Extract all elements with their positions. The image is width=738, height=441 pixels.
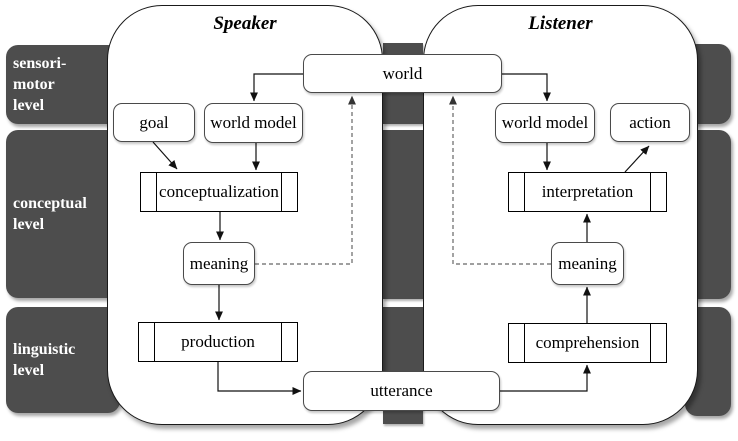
level-row-conceptual: conceptual level	[6, 130, 120, 298]
level-label-line: level	[13, 97, 45, 114]
edge-world-to-world-model-speaker	[250, 73, 303, 102]
edge-production-to-utterance	[217, 362, 302, 395]
node-world-model-listener: world model	[495, 103, 595, 143]
level-band-center-conceptual	[383, 130, 423, 299]
level-label-line: level	[13, 216, 45, 233]
node-utterance: utterance	[303, 371, 500, 411]
node-meaning-speaker: meaning	[183, 242, 255, 285]
level-row-linguistic: linguistic level	[6, 307, 120, 413]
node-conceptualization: conceptualization	[140, 172, 298, 212]
edge-meaning-listener-to-world-dashed	[449, 95, 551, 265]
level-label-line: level	[13, 362, 45, 379]
node-comprehension: comprehension	[508, 323, 667, 363]
node-goal: goal	[113, 103, 195, 142]
node-production: production	[138, 322, 298, 362]
level-label-line: linguistic	[13, 341, 76, 358]
node-world-model-speaker: world model	[204, 103, 303, 143]
edge-interpretation-to-action	[624, 145, 650, 173]
node-meaning-listener: meaning	[551, 242, 624, 285]
edge-world-to-world-model-listener	[502, 73, 551, 102]
level-label-line: conceptual	[13, 195, 87, 212]
node-world: world	[303, 54, 502, 93]
level-label-line: sensori-	[13, 55, 67, 72]
edge-goal-to-conceptualization	[152, 141, 178, 170]
listener-title: Listener	[528, 13, 593, 34]
node-action: action	[610, 103, 690, 142]
speaker-title: Speaker	[213, 13, 277, 34]
level-label-line: motor	[13, 76, 55, 93]
level-row-sensorimotor: sensori- motor level	[6, 45, 120, 124]
node-interpretation: interpretation	[508, 172, 667, 212]
edge-utterance-to-comprehension	[500, 364, 591, 392]
